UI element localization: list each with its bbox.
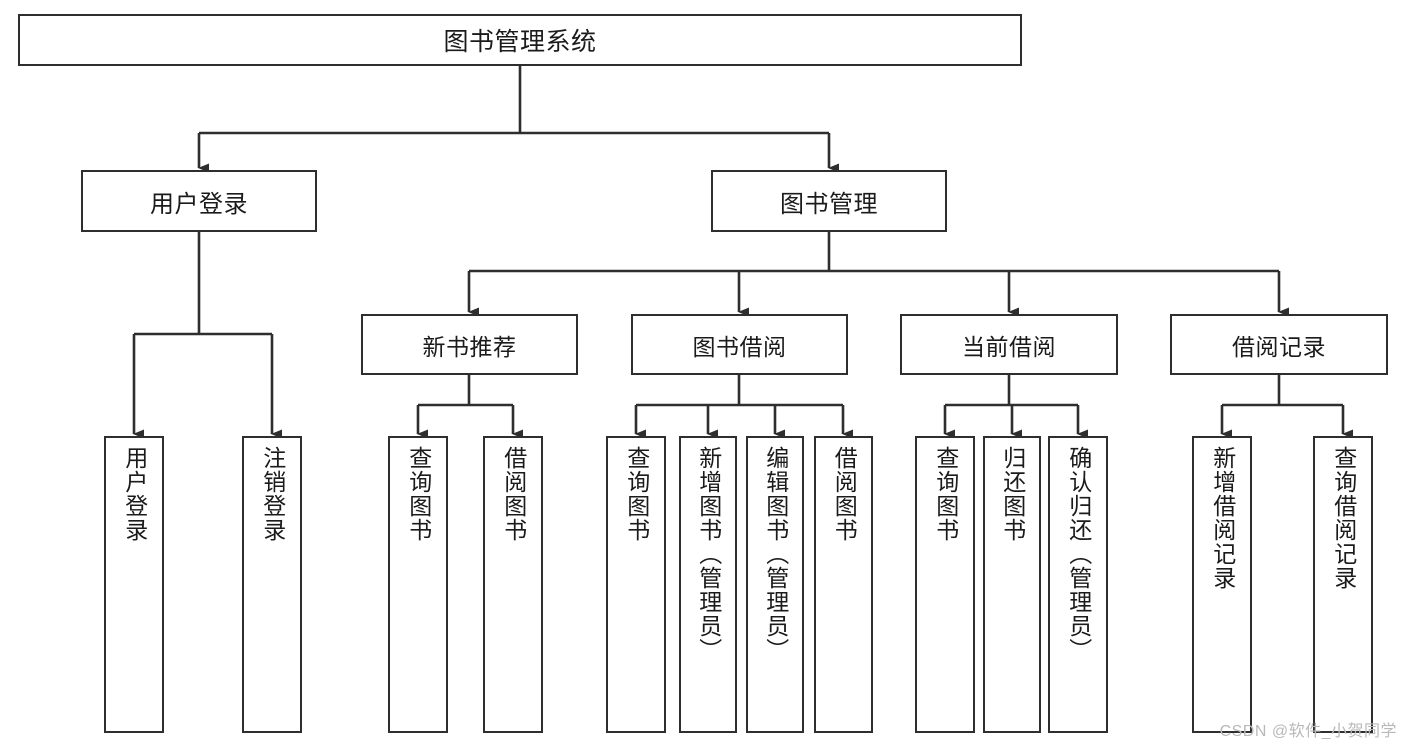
leaf-node-12-label: 查询借阅记录: [1330, 446, 1357, 590]
root-node[interactable]: 图书管理系统: [18, 14, 1022, 66]
leaf-node-9-label: 归还图书: [999, 446, 1026, 542]
level3-node-1-label: 图书借阅: [692, 333, 787, 360]
leaf-node-2[interactable]: 查询图书: [388, 436, 448, 733]
leaf-node-5-label: 新增图书（管理员）: [695, 446, 722, 662]
leaf-node-8[interactable]: 查询图书: [915, 436, 975, 733]
leaf-node-4-label: 查询图书: [623, 446, 650, 542]
leaf-node-2-label: 查询图书: [405, 446, 432, 542]
level3-node-2-label: 当前借阅: [962, 333, 1056, 360]
leaf-node-1-label: 注销登录: [259, 446, 286, 542]
level2-node-0-label: 用户登录: [150, 190, 248, 218]
leaf-node-7[interactable]: 借阅图书: [814, 436, 873, 733]
level3-node-2[interactable]: 当前借阅: [900, 314, 1118, 375]
level3-node-0[interactable]: 新书推荐: [361, 314, 578, 375]
level2-node-1-label: 图书管理: [780, 190, 878, 218]
leaf-node-1[interactable]: 注销登录: [242, 436, 302, 733]
level3-node-1[interactable]: 图书借阅: [631, 314, 848, 375]
level3-node-3[interactable]: 借阅记录: [1170, 314, 1388, 375]
leaf-node-8-label: 查询图书: [932, 446, 959, 542]
root-node-label: 图书管理系统: [443, 28, 597, 56]
leaf-node-4[interactable]: 查询图书: [606, 436, 666, 733]
level3-node-0-label: 新书推荐: [422, 333, 517, 360]
leaf-node-0-label: 用户登录: [121, 446, 148, 542]
leaf-node-6[interactable]: 编辑图书（管理员）: [746, 436, 804, 733]
leaf-node-11-label: 新增借阅记录: [1209, 446, 1236, 590]
level2-node-1[interactable]: 图书管理: [711, 170, 947, 232]
level2-node-0[interactable]: 用户登录: [81, 170, 317, 232]
level3-node-3-label: 借阅记录: [1232, 333, 1326, 360]
leaf-node-6-label: 编辑图书（管理员）: [762, 446, 789, 662]
leaf-node-5[interactable]: 新增图书（管理员）: [679, 436, 737, 733]
leaf-node-7-label: 借阅图书: [831, 446, 858, 542]
leaf-node-9[interactable]: 归还图书: [983, 436, 1041, 733]
leaf-node-0[interactable]: 用户登录: [104, 436, 164, 733]
leaf-node-12[interactable]: 查询借阅记录: [1313, 436, 1373, 733]
leaf-node-3[interactable]: 借阅图书: [483, 436, 543, 733]
leaf-node-11[interactable]: 新增借阅记录: [1192, 436, 1252, 733]
leaf-node-10[interactable]: 确认归还（管理员）: [1048, 436, 1108, 733]
leaf-node-3-label: 借阅图书: [500, 446, 527, 542]
leaf-node-10-label: 确认归还（管理员）: [1065, 446, 1092, 662]
